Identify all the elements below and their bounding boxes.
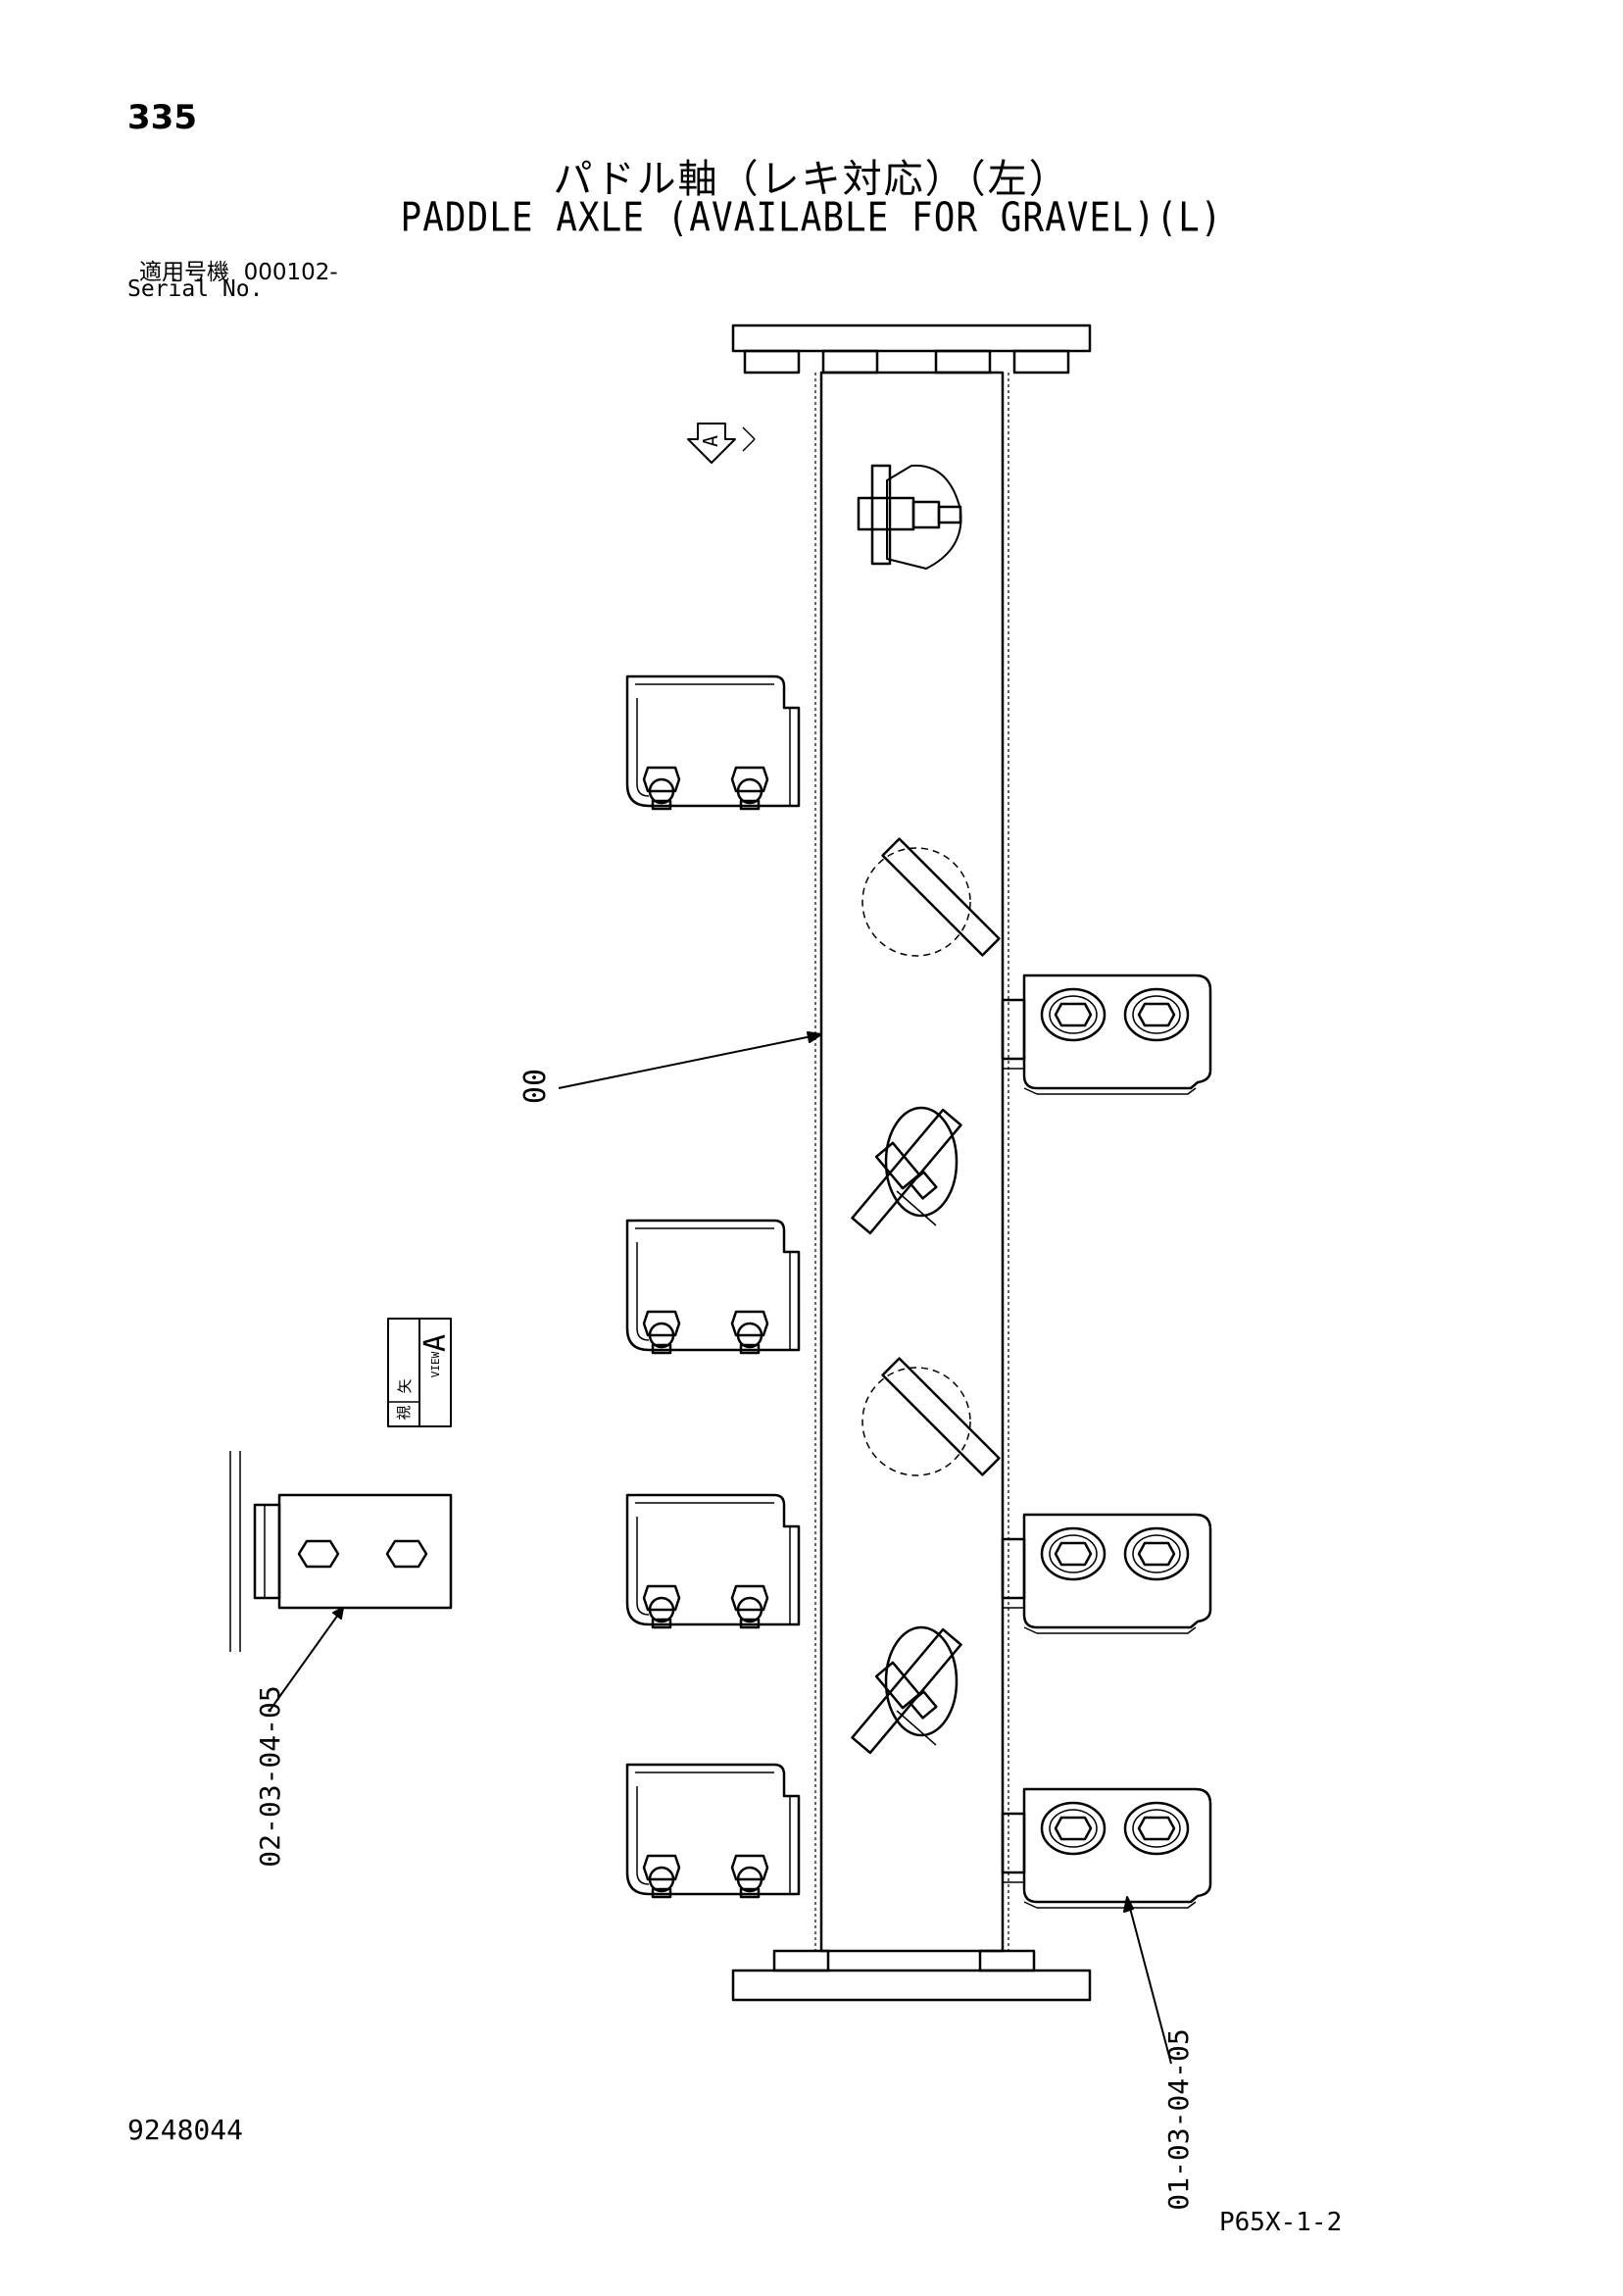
page-code: P65X-1-2 [1219, 2208, 1343, 2237]
left-bracket-3 [625, 1493, 801, 1629]
top-flange [731, 324, 1092, 374]
view-box-jp-bottom: 視 [395, 1405, 413, 1420]
serial-label-en: Serial No. [127, 276, 264, 302]
paddle-top [857, 464, 962, 570]
view-a-label-box: 矢 視 VIEW A [387, 1318, 453, 1427]
page-number: 335 [127, 98, 197, 137]
view-box-jp-top: 矢 [396, 1378, 414, 1393]
leader-right-bracket [1123, 1896, 1172, 2065]
serial-label-jp: 適用号機 [139, 260, 229, 285]
serial-applicability: 適用号機 000102- [139, 253, 338, 286]
paddle-bolted-2 [851, 1625, 962, 1755]
view-a-arrow-marker: A [687, 423, 756, 464]
left-bracket-4 [625, 1763, 801, 1899]
leader-left-detail [269, 1607, 344, 1712]
left-bracket-2 [625, 1219, 801, 1355]
title-english: PADDLE AXLE (AVAILABLE FOR GRAVEL)(L) [400, 194, 1223, 242]
axle-shaft [814, 371, 1009, 1953]
callout-left-detail: 02-03-04-05 [254, 1685, 286, 1867]
title-japanese: パドル軸（レキ対応）（左） [553, 157, 1070, 202]
callout-shaft: 00 [518, 1069, 553, 1104]
leader-shaft [558, 1031, 822, 1089]
left-bracket-1 [625, 674, 801, 811]
right-bracket-1 [1001, 973, 1212, 1096]
serial-value: 000102- [243, 260, 338, 285]
paddle-dashed-2 [861, 1357, 1001, 1477]
right-bracket-2 [1001, 1513, 1212, 1635]
paddle-bolted-1 [851, 1106, 962, 1235]
view-a-marker-letter: A [699, 435, 722, 447]
document-number: 9248044 [127, 2114, 244, 2146]
bottom-flange [731, 1949, 1092, 2002]
right-bracket-3 [1001, 1787, 1212, 1910]
paddle-dashed-1 [861, 837, 1001, 958]
view-a-detail [229, 1451, 453, 1652]
callout-right-bracket: 01-03-04-05 [1162, 2028, 1195, 2210]
view-box-letter: A [418, 1334, 453, 1352]
view-box-en: VIEW [429, 1351, 442, 1377]
